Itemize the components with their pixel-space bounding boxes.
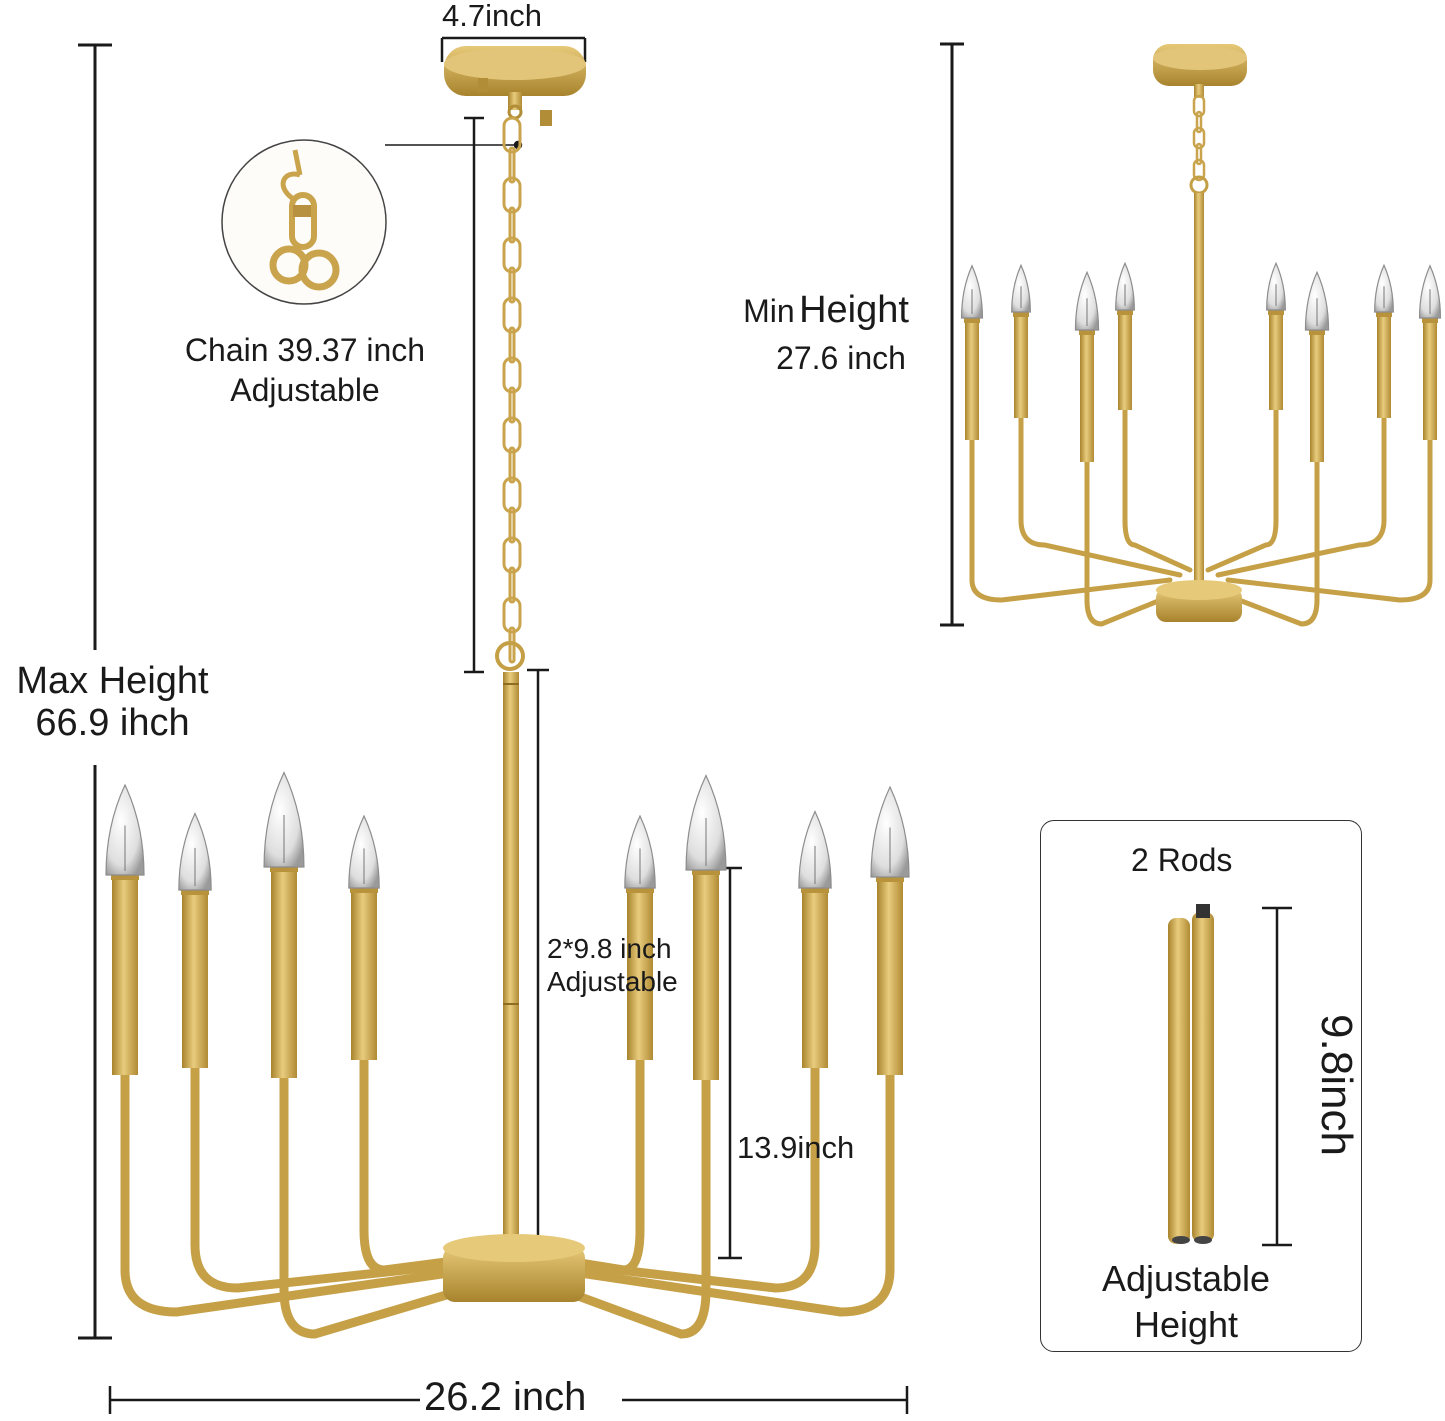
arm-height-label: 13.9inch [737,1130,855,1165]
mini-arms [960,261,1442,627]
min-height-dimension [940,42,964,627]
rod-size-dimension [1262,906,1292,1247]
min-height-line1: Min Height [720,290,932,338]
min-height-word: Height [799,289,909,331]
max-height-line2: 66.9 ihch [35,702,190,744]
canopy-width-dimension [440,36,587,62]
min-height-label: Min Height 27.6 inch [720,290,932,378]
max-height-line1: Max Height [16,660,209,702]
rods-title: 2 Rods [1131,842,1233,878]
chain-length-line1: Chain 39.37 inch [184,332,426,368]
mini-chain [1192,94,1206,182]
rods-box [1040,820,1362,1352]
width-label: 26.2 inch [424,1375,587,1419]
main-chandelier [105,46,910,1339]
center-rod [503,672,519,1272]
canopy [444,46,586,126]
rods-caption-line1: Adjustable [1101,1258,1271,1299]
chain-length-line2: Adjustable [230,372,380,408]
rod-length-line2: Adjustable [547,966,678,997]
rods-caption-line2: Height [1133,1304,1239,1345]
rods-illustration [1168,904,1214,1244]
max-height-label: Max Height 66.9 ihch [0,660,225,744]
min-prefix: Min [743,293,795,329]
base [443,1234,585,1302]
rod-size-label: 9.8inch [1312,1014,1361,1156]
chain-length-label: Chain 39.37 inch Adjustable [160,330,450,410]
rods-caption: Adjustable Height [1070,1256,1302,1348]
min-height-value: 27.6 inch [776,340,906,376]
mini-chandelier [960,44,1442,627]
arms [105,771,910,1339]
max-height-dimension [78,43,112,1340]
arm-height-dimension [718,866,742,1260]
rod-length-dimension [527,668,549,1294]
rod-length-label: 2*9.8 inch Adjustable [547,932,678,998]
width-dimension [108,1386,909,1414]
chain-detail-zoom [221,139,387,305]
rod-length-line1: 2*9.8 inch [547,933,672,964]
canopy-width-label: 4.7inch [442,0,542,33]
chain [502,116,522,664]
